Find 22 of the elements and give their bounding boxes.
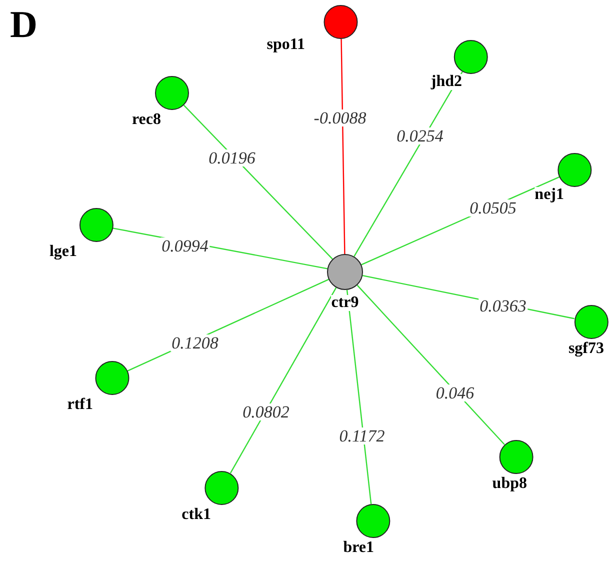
edge-line [183, 104, 333, 260]
edge-label: 0.1208 [170, 334, 220, 352]
edge-label: 0.0363 [478, 298, 528, 314]
edge-label: 0.0254 [396, 128, 444, 144]
node-label: ctr9 [331, 295, 359, 311]
edge-label: 0.046 [434, 384, 476, 402]
edge-label: 0.1172 [338, 428, 386, 444]
node-label: nej1 [534, 187, 564, 203]
node-label: jhd2 [430, 74, 462, 90]
edge-line [356, 284, 505, 445]
node-label: spo11 [266, 37, 305, 53]
node-label: ubp8 [492, 476, 527, 492]
node-label: lge1 [49, 244, 77, 260]
edge-label: 0.0196 [208, 150, 256, 166]
edge-line [340, 38, 346, 254]
edge-label: 0.0505 [468, 200, 518, 216]
node-label: sgf73 [568, 341, 604, 357]
panel-letter: D [10, 6, 38, 44]
edge-label: 0.0802 [242, 404, 290, 420]
edge-line [230, 287, 337, 474]
edge-label: 0.0994 [160, 238, 210, 254]
edge-label: -0.0088 [312, 110, 368, 126]
